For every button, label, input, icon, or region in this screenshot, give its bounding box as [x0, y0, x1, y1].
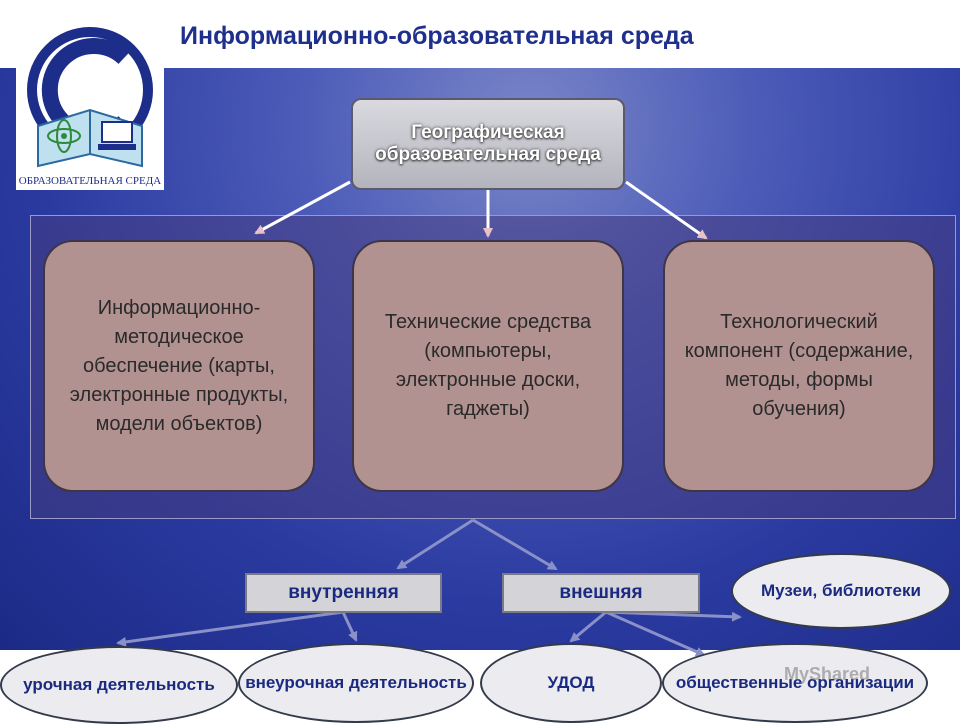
- slide-title: Информационно-образовательная среда: [180, 22, 694, 50]
- arrow-to-right: [625, 180, 708, 240]
- external-label: внешняя: [502, 573, 700, 613]
- internal-label: внутренняя: [245, 573, 442, 613]
- public-organizations-node: общественные организации: [662, 643, 928, 723]
- arrow-to-left: [254, 180, 351, 235]
- udod-node: УДОД: [480, 643, 662, 723]
- extracurricular-activity-node: внеурочная деятельность: [238, 643, 474, 723]
- component-technical-means: Технические средства (компьютеры, электр…: [352, 240, 624, 492]
- lesson-activity-node: урочная деятельность: [0, 646, 238, 724]
- museums-libraries-node: Музеи, библиотеки: [731, 553, 951, 629]
- logo: ОБРАЗОВАТЕЛЬНАЯ СРЕДА: [16, 18, 164, 190]
- component-info-methodical: Информационно-методическое обеспечение (…: [43, 240, 315, 492]
- geographic-environment-box: Географическая образовательная среда: [351, 98, 625, 190]
- logo-caption: ОБРАЗОВАТЕЛЬНАЯ СРЕДА: [19, 175, 161, 187]
- watermark: MyShared: [784, 664, 871, 684]
- component-technological: Технологический компонент (содержание, м…: [663, 240, 935, 492]
